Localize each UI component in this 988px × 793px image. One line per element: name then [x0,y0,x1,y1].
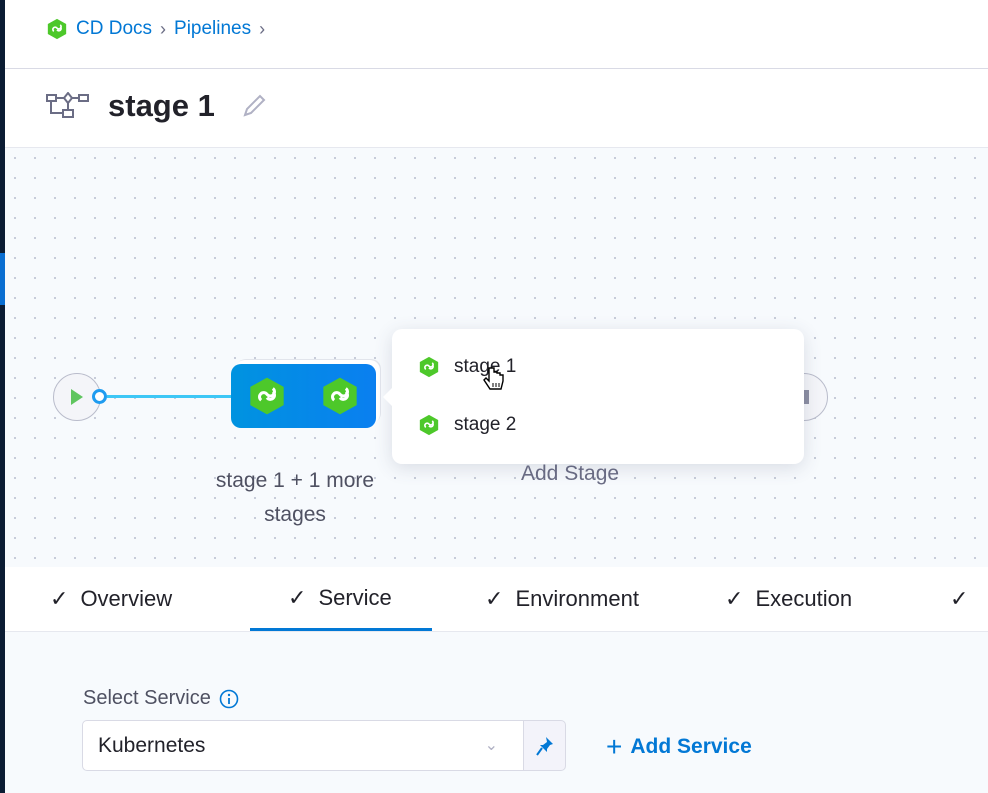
connection-port[interactable] [92,389,107,404]
cd-module-icon [46,18,68,40]
page-title: stage 1 [108,88,215,123]
divider [5,68,988,69]
stage-icon [418,413,440,437]
breadcrumb: CD Docs › Pipelines › [46,18,265,40]
play-icon [71,389,83,405]
popover-item-label: stage 2 [454,414,517,435]
breadcrumb-pipelines[interactable]: Pipelines [174,18,252,39]
tab-execution[interactable]: ✓ Execution [725,567,852,631]
service-select-value: Kubernetes [98,733,206,757]
tab-overview[interactable]: ✓ Overview [50,567,172,631]
stage-tabs: ✓ Overview ✓ Service ✓ Environment ✓ Executi… [5,567,988,632]
popover-item-stage-2[interactable]: stage 2 [418,413,516,437]
add-service-label: Add Service [630,735,752,758]
check-icon: ✓ [725,586,744,611]
select-service-label: Select Service [83,687,239,710]
pin-button[interactable] [523,720,566,771]
tab-label: Service [318,584,392,610]
add-service-button[interactable]: + Add Service [606,731,752,763]
popover-item-stage-1[interactable]: stage 1 [418,355,516,379]
pipeline-start-node[interactable] [53,373,101,421]
tab-label: Execution [755,586,853,611]
stop-icon [803,390,809,404]
tab-service[interactable]: ✓ Service [250,567,432,631]
left-nav-active-indicator [0,253,5,305]
stage-icon [418,355,440,379]
stage-title-row: stage 1 [46,88,267,124]
tab-label: Overview [80,586,173,611]
chevron-right-icon: › [259,18,266,39]
check-icon: ✓ [950,586,969,611]
check-icon: ✓ [485,586,504,611]
breadcrumb-cd-docs[interactable]: CD Docs [76,18,153,39]
check-icon: ✓ [288,584,307,610]
check-icon: ✓ [50,586,69,611]
stage-group-label: stage 1 + 1 more stages [215,469,375,526]
plus-icon: + [606,731,623,762]
tab-environment[interactable]: ✓ Environment [485,567,639,631]
stage-icon [247,375,287,417]
tab-next[interactable]: ✓ [950,567,968,631]
field-label: Select Service [83,687,211,709]
hand-cursor-icon [483,367,504,390]
pipeline-link [107,395,232,398]
tab-label: Environment [515,586,639,611]
chevron-down-icon: ⌄ [484,737,498,754]
stage-icon [320,375,360,417]
edit-pencil-icon[interactable] [241,93,267,119]
add-stage-button[interactable]: Add Stage [521,462,620,485]
pin-icon [535,736,553,756]
stage-group-node[interactable] [231,364,376,428]
pipeline-stage-icon [46,92,89,118]
info-icon[interactable] [219,689,239,709]
service-select[interactable]: Kubernetes ⌄ [82,720,524,771]
left-nav-strip [0,0,5,793]
chevron-right-icon: › [160,18,167,39]
stage-group-popover: stage 1 stage 2 [383,329,804,464]
popover-item-label: stage 1 [454,356,517,377]
